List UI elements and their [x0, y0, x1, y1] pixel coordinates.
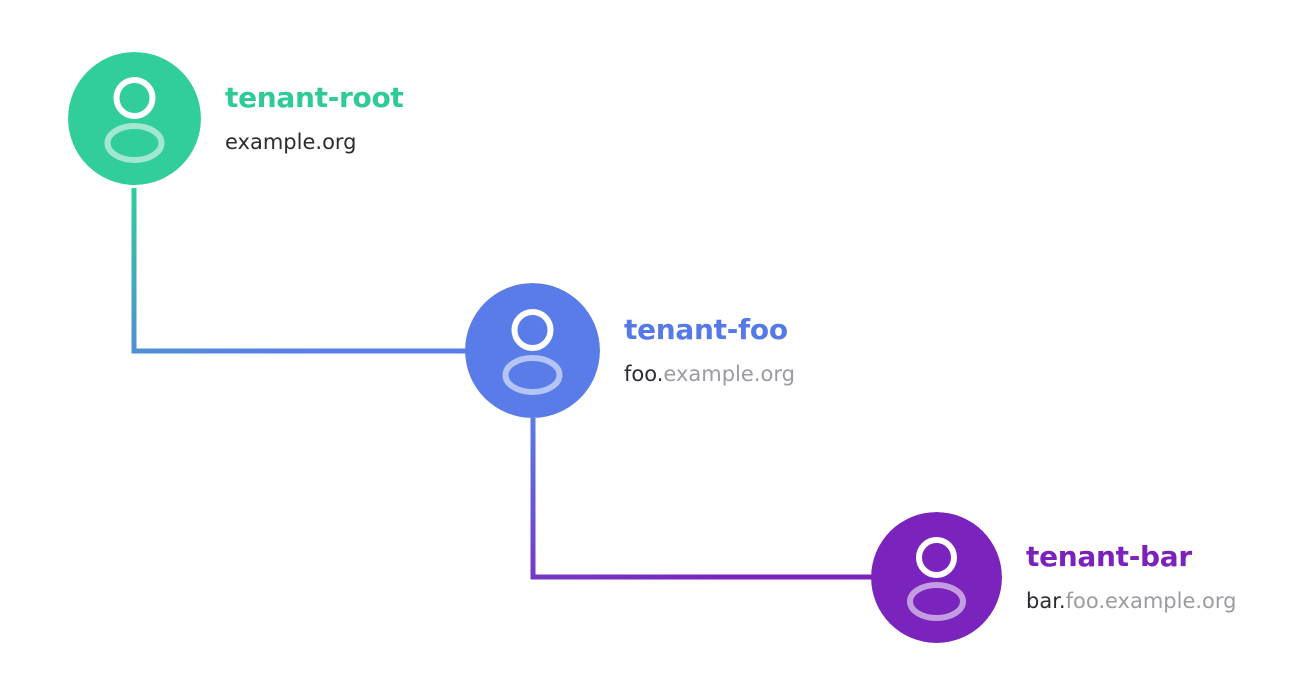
domain-self-foo: foo. — [624, 362, 664, 386]
node-text-foo: tenant-foo foo.example.org — [624, 316, 795, 385]
node-title-foo: tenant-foo — [624, 313, 788, 346]
node-text-root: tenant-root example.org — [225, 84, 404, 153]
person-avatar-icon — [68, 52, 201, 185]
node-domain-bar: bar.foo.example.org — [1026, 591, 1237, 612]
node-title-bar: tenant-bar — [1026, 540, 1192, 573]
node-domain-root: example.org — [225, 132, 404, 153]
domain-self-root: example.org — [225, 130, 357, 154]
domain-parent-foo: example.org — [663, 362, 795, 386]
domain-self-bar: bar. — [1026, 589, 1066, 613]
node-text-bar: tenant-bar bar.foo.example.org — [1026, 543, 1237, 612]
domain-parent-bar: foo.example.org — [1065, 589, 1237, 613]
tenant-node-bar[interactable]: tenant-bar bar.foo.example.org — [871, 512, 1237, 643]
tenant-node-foo[interactable]: tenant-foo foo.example.org — [465, 283, 795, 418]
node-title-root: tenant-root — [225, 81, 404, 114]
person-avatar-icon — [465, 283, 600, 418]
person-avatar-icon — [871, 512, 1002, 643]
connector-root-to-foo — [131, 188, 468, 354]
connector-foo-to-bar — [530, 418, 874, 580]
node-domain-foo: foo.example.org — [624, 364, 795, 385]
tenant-node-root[interactable]: tenant-root example.org — [68, 52, 404, 185]
